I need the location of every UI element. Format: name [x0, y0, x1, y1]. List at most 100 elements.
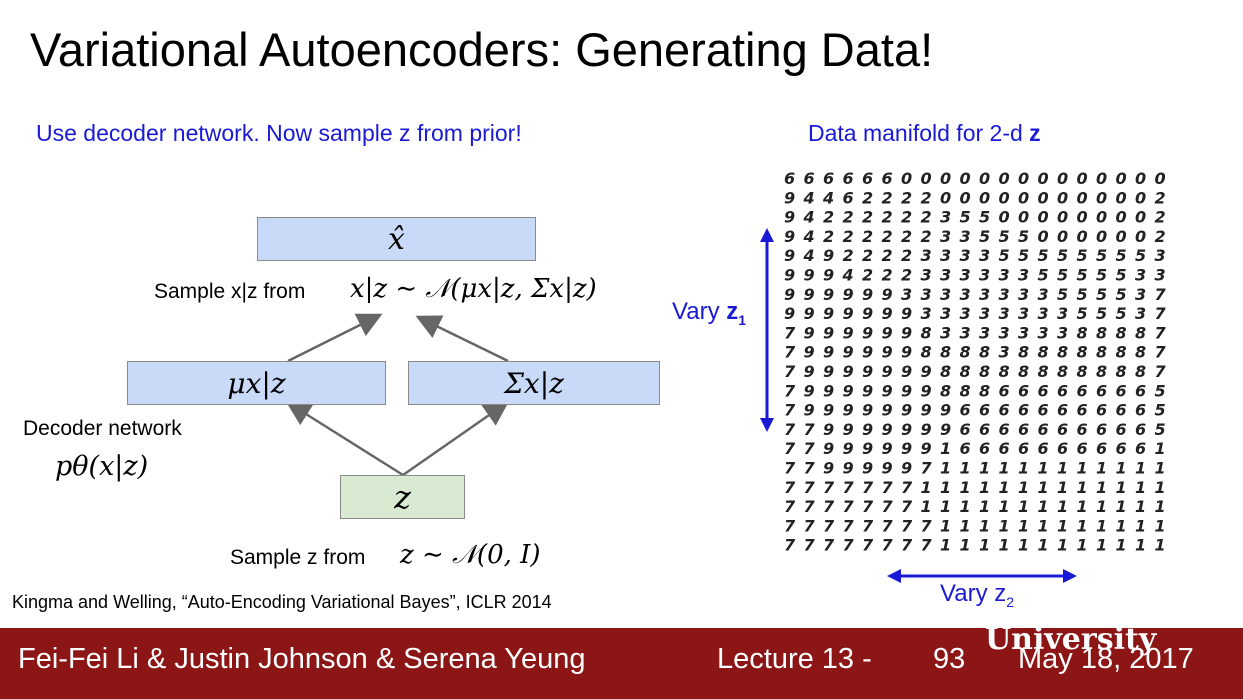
manifold-digit: 9 [862, 439, 873, 458]
manifold-digit: 2 [901, 246, 912, 265]
manifold-digit: 9 [940, 401, 951, 420]
manifold-digit: 2 [862, 246, 873, 265]
manifold-digit: 6 [1116, 381, 1127, 400]
manifold-digit: 0 [979, 169, 990, 188]
manifold-digit: 0 [1077, 188, 1088, 207]
manifold-digit: 2 [862, 266, 873, 285]
manifold-digit: 6 [1077, 439, 1088, 458]
manifold-digit: 7 [823, 536, 835, 555]
arrow-z-to-mu [285, 401, 404, 477]
manifold-digit: 4 [803, 188, 815, 207]
manifold-digit: 8 [921, 323, 932, 342]
manifold-digit: 0 [1116, 188, 1127, 207]
manifold-digit: 8 [1077, 343, 1088, 362]
manifold-digit: 5 [1155, 420, 1166, 439]
vary-z2-label: Vary z2 [940, 580, 1014, 610]
manifold-digit: 0 [1135, 188, 1146, 207]
manifold-digit: 9 [862, 381, 873, 400]
manifold-digit: 3 [960, 266, 971, 285]
manifold-digit: 9 [862, 304, 873, 323]
manifold-digit: 9 [882, 439, 893, 458]
manifold-digit: 6 [1096, 420, 1107, 439]
manifold-digit: 9 [901, 343, 912, 362]
manifold-digit: 9 [823, 362, 834, 381]
manifold-digit: 5 [979, 227, 990, 246]
manifold-digit: 0 [960, 169, 971, 188]
manifold-digit: 1 [1096, 478, 1107, 497]
manifold-digit: 3 [1038, 285, 1049, 304]
manifold-digit: 2 [901, 227, 912, 246]
manifold-digit: 1 [1155, 497, 1166, 516]
manifold-digit: 1 [940, 478, 951, 497]
manifold-digit: 8 [979, 343, 990, 362]
manifold-digit: 9 [901, 459, 912, 478]
manifold-digit: 1 [1096, 497, 1107, 516]
manifold-digit: 0 [1077, 169, 1088, 188]
manifold-digit: 3 [921, 285, 932, 304]
manifold-digit: 5 [1038, 266, 1049, 285]
manifold-digit: 7 [784, 401, 796, 420]
manifold-digit: 8 [979, 362, 990, 381]
manifold-digit: 3 [1057, 323, 1068, 342]
manifold-digit: 0 [1096, 227, 1107, 246]
manifold-digit: 1 [940, 536, 951, 555]
manifold-digit: 9 [823, 459, 834, 478]
manifold-digit: 9 [901, 381, 912, 400]
slide-footer: Fei-Fei Li & Justin Johnson & Serena Yeu… [0, 628, 1243, 699]
manifold-digit: 3 [921, 266, 932, 285]
footer-date: May 18, 2017 [1018, 643, 1194, 675]
manifold-digit: 1 [1038, 497, 1049, 516]
manifold-digit: 9 [843, 401, 854, 420]
manifold-digit: 1 [1018, 516, 1029, 535]
z-box: z [340, 475, 465, 519]
manifold-digit: 8 [1077, 323, 1088, 342]
manifold-digit: 9 [823, 343, 834, 362]
manifold-digit: 6 [1116, 401, 1127, 420]
manifold-digit: 6 [1077, 420, 1088, 439]
manifold-digit: 0 [1135, 169, 1146, 188]
manifold-digit: 0 [1057, 227, 1068, 246]
manifold-digit: 8 [940, 362, 951, 381]
manifold-digit: 9 [882, 459, 893, 478]
manifold-digit: 5 [1077, 285, 1088, 304]
manifold-digit: 9 [843, 459, 854, 478]
manifold-digit: 9 [804, 343, 815, 362]
manifold-digit: 1 [1077, 497, 1088, 516]
manifold-digit: 0 [1116, 208, 1127, 227]
manifold-digit: 9 [823, 266, 834, 285]
manifold-digit: 6 [804, 169, 815, 188]
manifold-digit: 7 [784, 362, 796, 381]
decoder-math: pθ(x|z) [55, 451, 149, 482]
manifold-digit: 6 [1057, 439, 1068, 458]
manifold-digit: 3 [999, 285, 1010, 304]
manifold-digit: 2 [882, 266, 893, 285]
manifold-digit: 9 [921, 401, 932, 420]
manifold-digit: 3 [960, 246, 971, 265]
manifold-digit: 2 [843, 208, 854, 227]
manifold-digit: 2 [1155, 208, 1166, 227]
manifold-digit: 6 [1096, 381, 1107, 400]
manifold-digit: 0 [1155, 169, 1166, 188]
manifold-digit: 2 [882, 227, 893, 246]
manifold-digit: 0 [940, 169, 951, 188]
manifold-digit: 5 [1018, 227, 1029, 246]
manifold-digit: 2 [862, 188, 873, 207]
manifold-digit: 9 [784, 246, 795, 265]
manifold-digit: 9 [804, 401, 815, 420]
manifold-digit: 7 [784, 439, 796, 458]
manifold-digit: 2 [921, 188, 932, 207]
manifold-digit: 9 [843, 343, 854, 362]
manifold-digit: 6 [1116, 420, 1127, 439]
manifold-digit: 3 [940, 208, 951, 227]
manifold-digit: 2 [1155, 188, 1166, 207]
manifold-digit: 0 [999, 169, 1010, 188]
manifold-digit: 7 [901, 497, 913, 516]
manifold-digit: 8 [1096, 323, 1107, 342]
manifold-digit: 1 [1116, 459, 1127, 478]
manifold-digit: 6 [1057, 381, 1068, 400]
manifold-digit: 8 [1096, 343, 1107, 362]
manifold-digit: 0 [1018, 208, 1029, 227]
manifold-digit: 9 [823, 304, 834, 323]
manifold-digit: 1 [1116, 497, 1127, 516]
manifold-digit: 3 [979, 246, 990, 265]
